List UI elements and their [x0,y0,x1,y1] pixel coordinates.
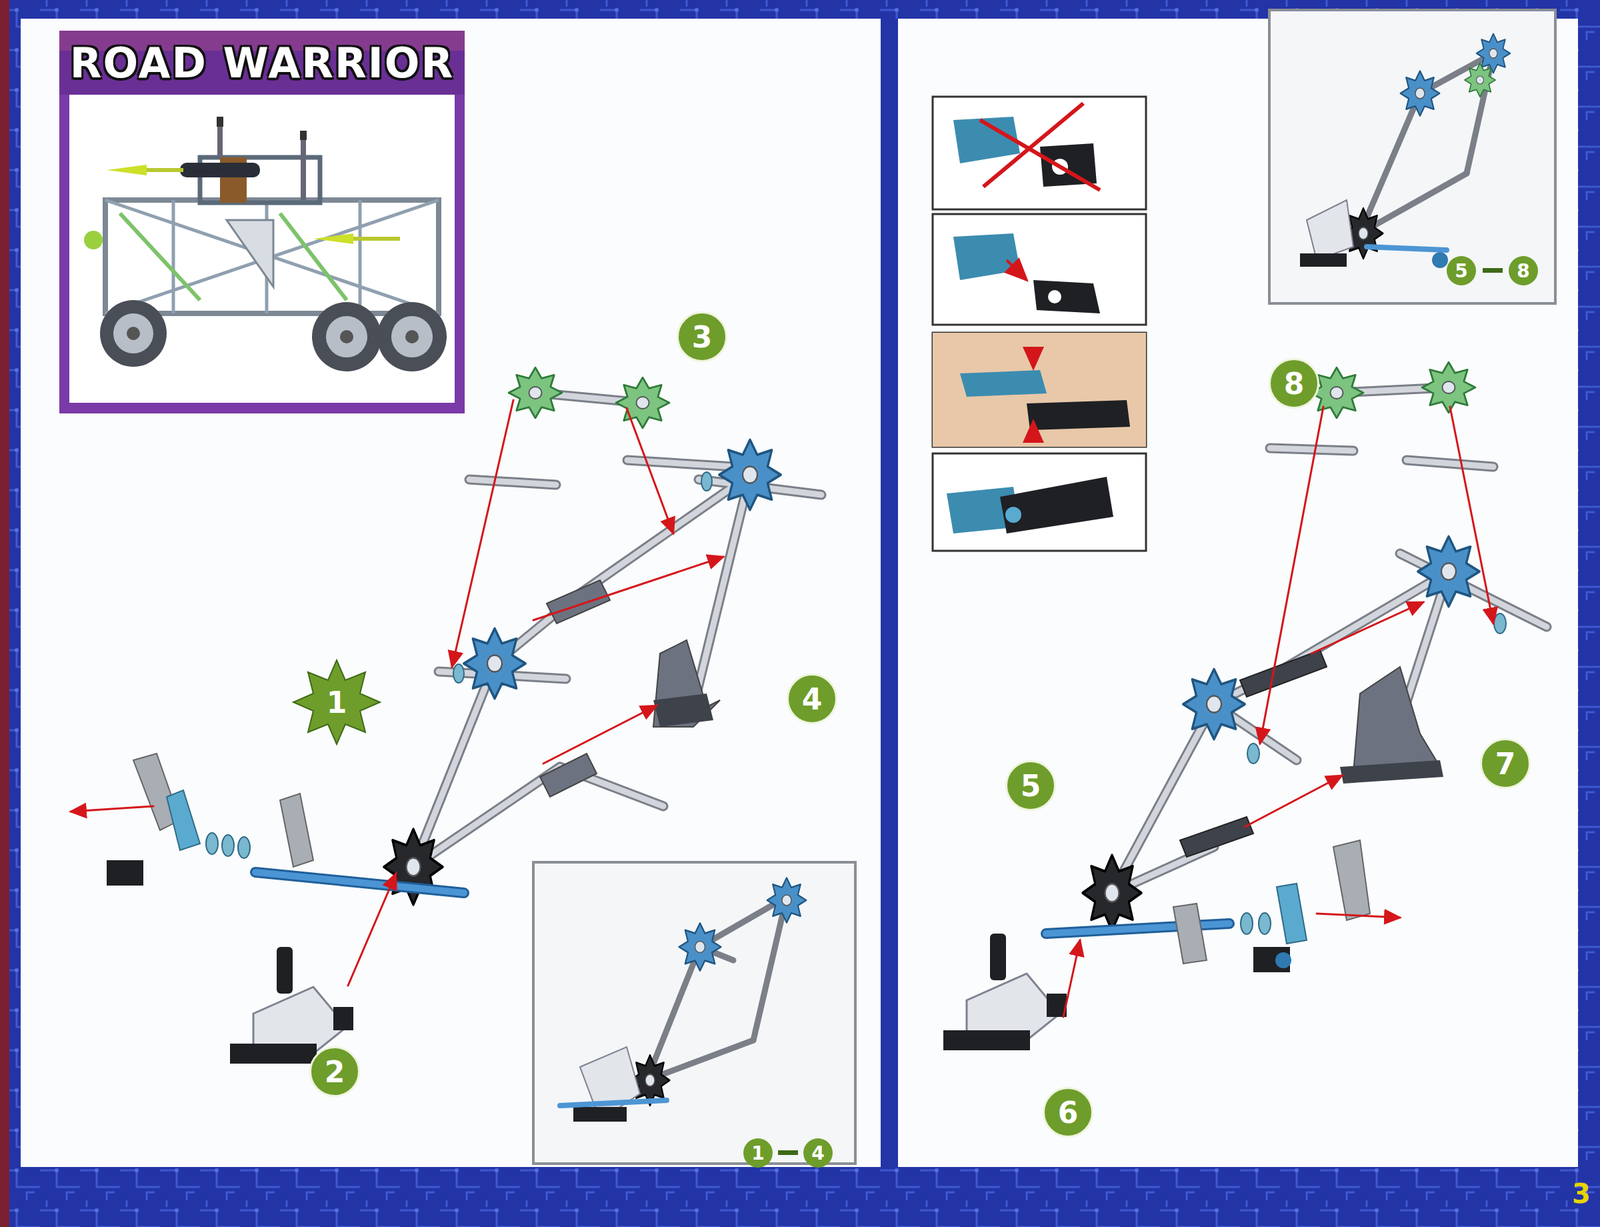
step-range-number: 8 [1508,256,1538,286]
step-number: 6 [1042,1086,1094,1138]
page-title: ROAD WARRIOR [59,30,465,95]
step-number: 1 [326,685,348,720]
step-range-number: 4 [803,1138,833,1168]
step-number: 5 [1005,760,1056,811]
page-number: 3 [1572,1178,1591,1209]
step-number: 3 [676,311,728,362]
step-number: 4 [786,673,838,724]
step-number: 2 [309,1046,360,1097]
step-number: 7 [1480,738,1531,789]
step-range-number: 1 [743,1138,773,1168]
step-range-number: 5 [1446,256,1476,286]
step-number: 8 [1268,358,1320,409]
